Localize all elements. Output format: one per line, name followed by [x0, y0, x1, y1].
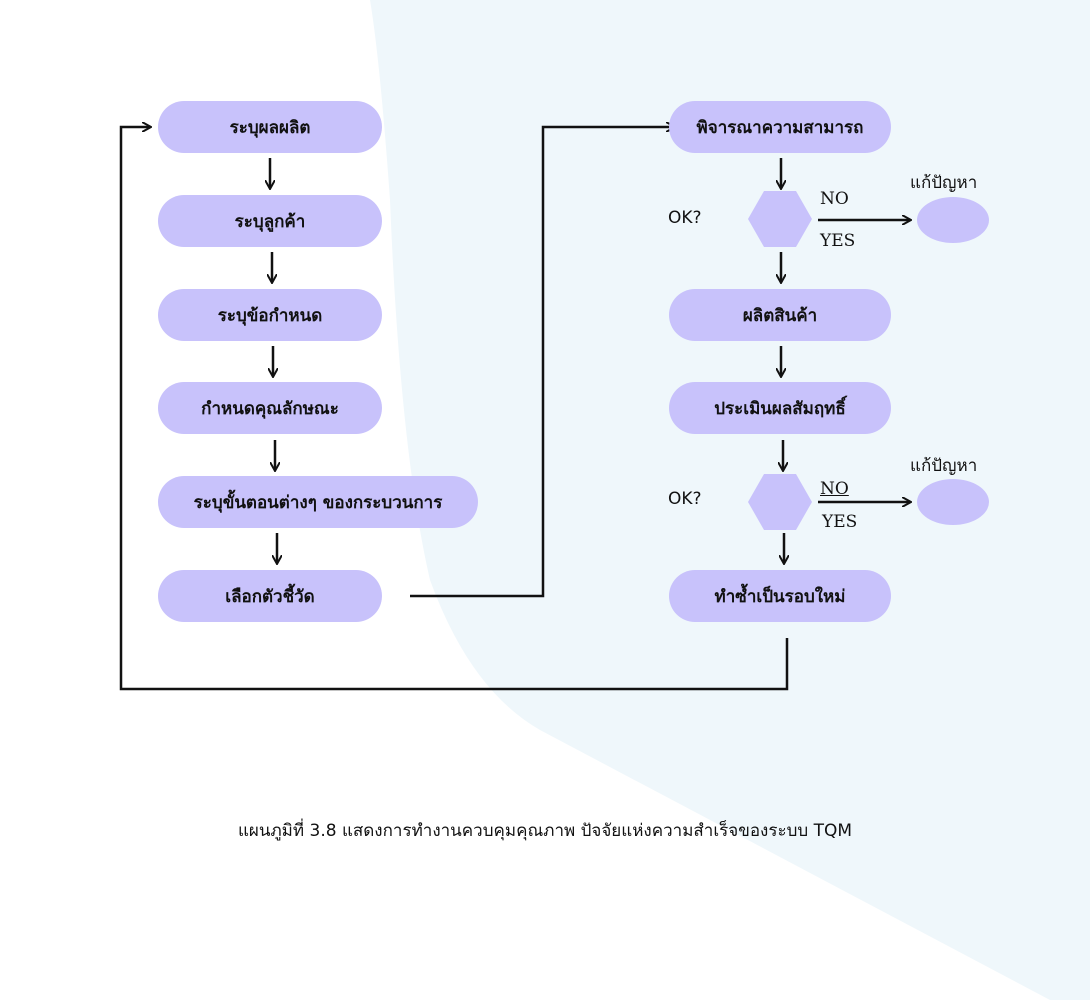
step-consider-capability: พิจารณาความสามารถ — [669, 101, 891, 153]
decision-2-no-label: NO — [820, 479, 849, 499]
figure-caption: แผนภูมิที่ 3.8 แสดงการทำงานควบคุมคุณภาพ … — [237, 821, 853, 841]
decision-2-fix-oval — [917, 479, 989, 525]
decision-2-yes-label: YES — [822, 512, 858, 532]
step-select-indicators: เลือกตัวชี้วัด — [158, 570, 382, 622]
decision-1-hexagon — [748, 191, 812, 247]
decision-1-yes-label: YES — [820, 231, 856, 251]
decision-1-fix-oval — [917, 197, 989, 243]
step-produce-goods: ผลิตสินค้า — [669, 289, 891, 341]
connector-left-to-right — [410, 127, 674, 598]
step-identify-customer: ระบุลูกค้า — [158, 195, 382, 247]
decision-1-question: OK? — [668, 208, 702, 228]
decision-2-question: OK? — [668, 489, 702, 509]
decision-2-hexagon — [748, 474, 812, 530]
background-wave — [370, 0, 1090, 1000]
decision-2-fix-label: แก้ปัญหา — [910, 456, 978, 476]
step-evaluate-results: ประเมินผลสัมฤทธิ์ — [669, 382, 891, 434]
step-define-characteristics: กำหนดคุณลักษณะ — [158, 382, 382, 434]
step-identify-process-steps: ระบุขั้นตอนต่างๆ ของกระบวนการ — [158, 476, 478, 528]
decision-1-no-label: NO — [820, 189, 849, 209]
step-identify-requirements: ระบุข้อกำหนด — [158, 289, 382, 341]
step-repeat-cycle: ทำซ้ำเป็นรอบใหม่ — [669, 570, 891, 622]
step-identify-output: ระบุผลผลิต — [158, 101, 382, 153]
connector-loop-back — [119, 127, 789, 691]
decision-1-fix-label: แก้ปัญหา — [910, 173, 978, 193]
